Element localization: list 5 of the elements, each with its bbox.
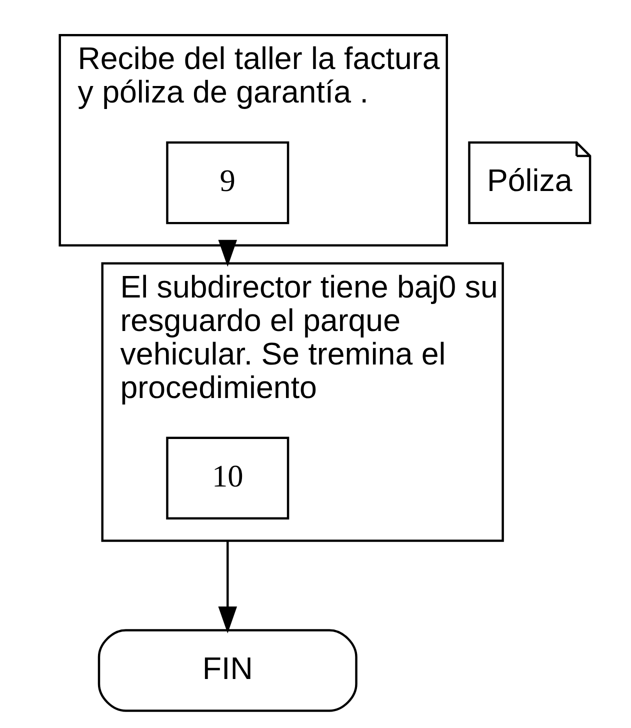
node-box: FIN xyxy=(97,629,357,712)
arrow xyxy=(218,240,237,267)
arrow xyxy=(218,540,237,634)
node-box: 10 xyxy=(166,436,289,520)
node-box: 9 xyxy=(166,141,289,224)
